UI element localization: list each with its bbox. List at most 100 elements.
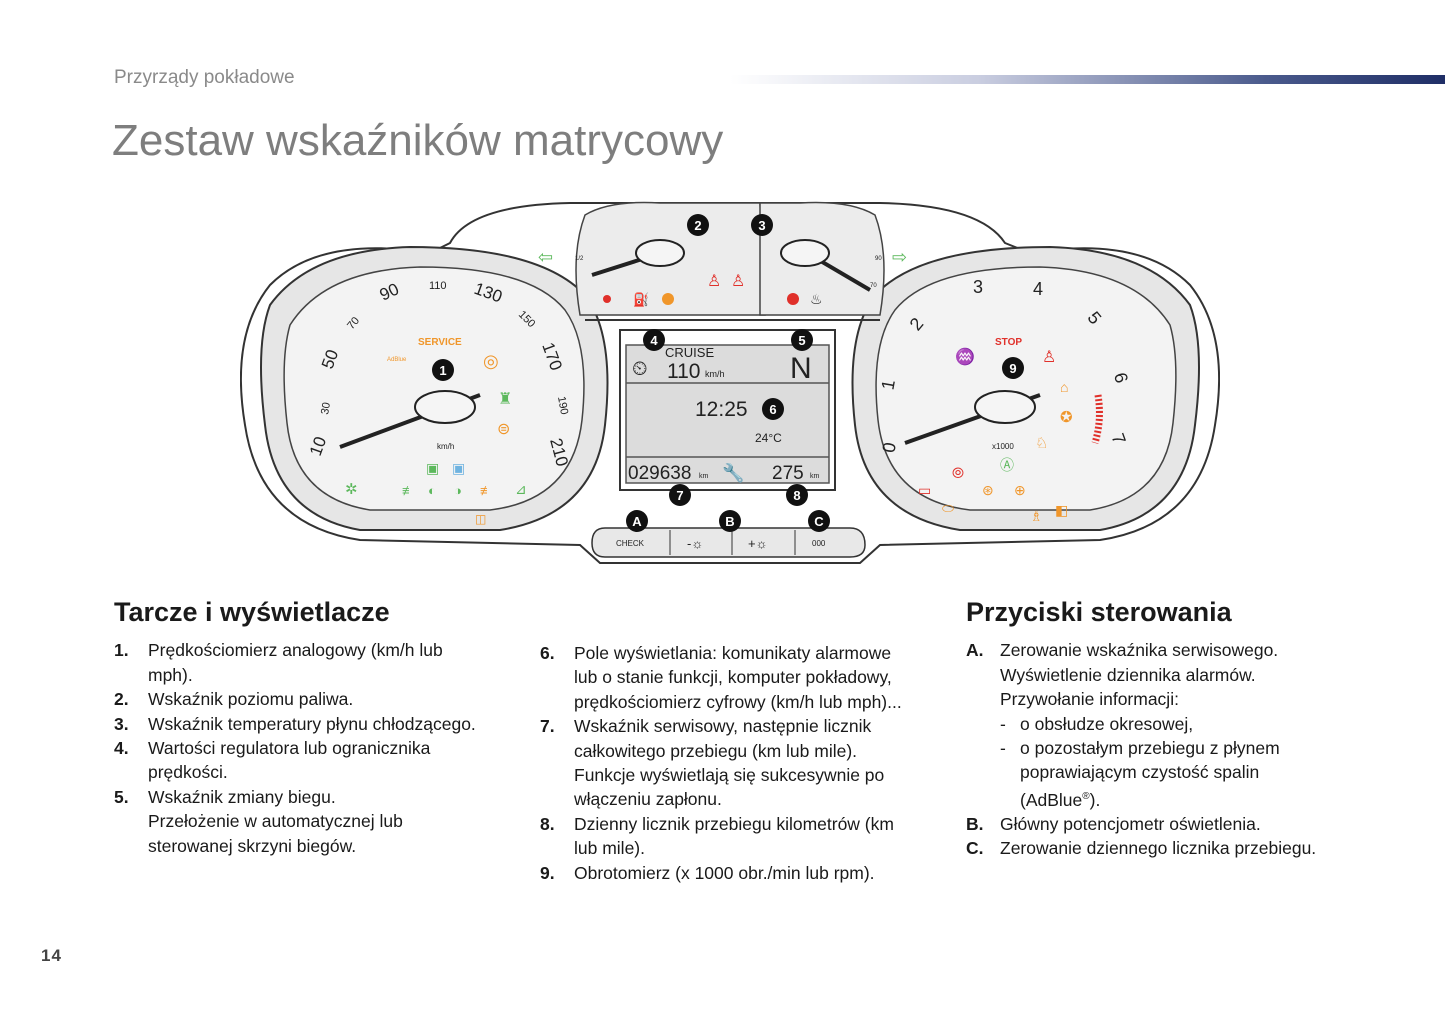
- page-number: 14: [41, 946, 62, 965]
- sidelights-icon: ▣: [426, 460, 439, 476]
- engine-icon: ⌂: [1060, 379, 1068, 395]
- callout-9: 9: [1002, 357, 1024, 379]
- temp-mark-90: 90: [875, 256, 882, 262]
- list-item: 4. Wartości regulatora lub ogranicznika …: [114, 738, 431, 783]
- dim-plus-button[interactable]: +☼: [748, 536, 768, 551]
- svg-text:A: A: [632, 514, 642, 529]
- list-item: 7. Wskaźnik serwisowy, następnie licznik…: [540, 716, 885, 810]
- oil-pressure-icon: ♒: [955, 347, 975, 366]
- temp-warning-dot: [787, 293, 799, 305]
- display-trip: 275: [772, 463, 804, 484]
- rear-fog-orange-icon: ≢: [480, 483, 493, 498]
- dim-minus-button[interactable]: -☼: [687, 536, 703, 551]
- list-item: 9. Obrotomierz (x 1000 obr./min lub rpm)…: [540, 862, 875, 883]
- callout-3: 3: [751, 214, 773, 236]
- fuel-half-mark: 1/2: [575, 256, 584, 262]
- list-item: B. Główny potencjometr oświetlenia.: [966, 814, 1261, 835]
- speed-tick-190: 190: [555, 395, 570, 415]
- list-item: 3. Wskaźnik temperatury płynu chłodząceg…: [114, 713, 476, 734]
- stop-label: STOP: [995, 337, 1022, 348]
- fuel-warning-dot: [662, 293, 674, 305]
- abs-icon: ⊛: [982, 482, 994, 498]
- right-arrow-icon: ⇨: [892, 247, 907, 267]
- callout-8: 8: [786, 484, 808, 506]
- tachometer-hub: [974, 390, 1036, 424]
- check-button[interactable]: CHECK: [616, 539, 645, 548]
- passenger-airbag-icon: ♘: [1035, 435, 1048, 452]
- fuel-hub: [635, 239, 685, 267]
- svg-text:B: B: [725, 514, 734, 529]
- callout-7: 7: [669, 484, 691, 506]
- rpm-unit: x1000: [992, 442, 1014, 451]
- fuel-pump-icon: ⛽: [633, 292, 649, 307]
- svg-text:7: 7: [676, 488, 683, 503]
- dials-heading: Tarcze i wyświetlacze: [114, 597, 390, 627]
- callout-1: 1: [432, 359, 454, 381]
- preheat-icon: ◧: [1055, 502, 1068, 518]
- seatbelt-icon-2: ♙: [731, 273, 745, 290]
- display-gear: N: [790, 352, 812, 385]
- callout-2: 2: [687, 214, 709, 236]
- svg-text:5: 5: [798, 333, 805, 348]
- callout-4: 4: [643, 329, 665, 351]
- list-item: 2. Wskaźnik poziomu paliwa.: [114, 689, 354, 710]
- dials-section: Tarcze i wyświetlacze 1. Prędkościomierz…: [114, 597, 514, 858]
- speed-unit: km/h: [437, 442, 454, 451]
- svg-text:C: C: [814, 514, 824, 529]
- temp-mark-70: 70: [870, 283, 877, 289]
- speed-tick-30: 30: [319, 401, 333, 415]
- traction-icon: ⊕: [1014, 482, 1026, 498]
- tyre-pressure-icon: ◎: [483, 351, 499, 371]
- tachometer-face: [875, 266, 1177, 511]
- trip-reset-button[interactable]: 000: [812, 539, 826, 548]
- display-clock: 12:25: [695, 398, 748, 421]
- rpm-tick-0: 0: [878, 441, 899, 454]
- rpm-tick-3: 3: [973, 277, 983, 297]
- controls-heading: Przyciski sterowania: [966, 597, 1232, 627]
- wrench-icon: 🔧: [722, 462, 744, 483]
- fuel-low-dot: [603, 295, 611, 303]
- page-title: Zestaw wskaźników matrycowy: [112, 116, 724, 165]
- seatbelt-icon-1: ♙: [707, 273, 721, 290]
- controls-section: Przyciski sterowania A. Zerowanie wskaźn…: [966, 597, 1366, 861]
- airbag-icon: ✪: [1060, 409, 1073, 426]
- cruise-icon: ⏲: [632, 358, 648, 380]
- rpm-tick-4: 4: [1033, 279, 1043, 299]
- instrument-cluster-figure: CRUISE 110 km/h ⏲ N 12:25 24°C 029638 km…: [240, 195, 1220, 570]
- list-item: A. Zerowanie wskaźnika serwisowego. Wyśw…: [966, 638, 1366, 812]
- speed-tick-110: 110: [429, 280, 447, 292]
- display-odometer-unit: km: [699, 473, 709, 480]
- dipped-beam-icon: ◐: [428, 483, 436, 498]
- callout-6: 6: [762, 398, 784, 420]
- door-icon: ♗: [1030, 508, 1043, 524]
- callout-b: B: [719, 510, 741, 532]
- rpm-tick-1: 1: [877, 378, 898, 391]
- front-fog-icon: ≢: [402, 483, 415, 498]
- list-item: 1. Prędkościomierz analogowy (km/h lub m…: [114, 640, 443, 685]
- esp-icon: ⊜: [497, 421, 510, 438]
- dials-section-continued: 6. Pole wyświetlania: komunikaty alarmow…: [540, 641, 935, 885]
- diesel-icon: ◫: [475, 512, 486, 526]
- list-item: C. Zerowanie dziennego licznika przebieg…: [966, 838, 1317, 859]
- section-label: Przyrządy pokładowe: [114, 67, 295, 88]
- service-label: SERVICE: [418, 337, 462, 348]
- display-speed-unit: km/h: [705, 369, 725, 379]
- callout-a: A: [626, 510, 648, 532]
- main-beam-icon: ▣: [452, 460, 465, 476]
- list-item: 8. Dzienny licznik przebiegu kilometrów …: [540, 813, 894, 859]
- svg-text:6: 6: [769, 402, 776, 417]
- sub-list-item: - o obsłudze okresowej,: [1000, 713, 1194, 734]
- button-strip: [591, 527, 866, 558]
- svg-text:9: 9: [1009, 361, 1016, 376]
- redline-arc: [1091, 394, 1103, 445]
- battery-icon: ▭: [918, 482, 931, 498]
- left-arrow-icon: ⇦: [538, 247, 553, 267]
- svg-text:1: 1: [439, 363, 446, 378]
- stop-start-icon: ⊿: [515, 481, 527, 497]
- speedometer-face: [283, 266, 585, 511]
- list-item: 6. Pole wyświetlania: komunikaty alarmow…: [540, 643, 902, 712]
- driver-seatbelt-icon: ♙: [1042, 349, 1056, 366]
- display-cruise: CRUISE: [665, 345, 714, 360]
- svg-text:4: 4: [650, 333, 658, 348]
- display-trip-unit: km: [810, 473, 820, 480]
